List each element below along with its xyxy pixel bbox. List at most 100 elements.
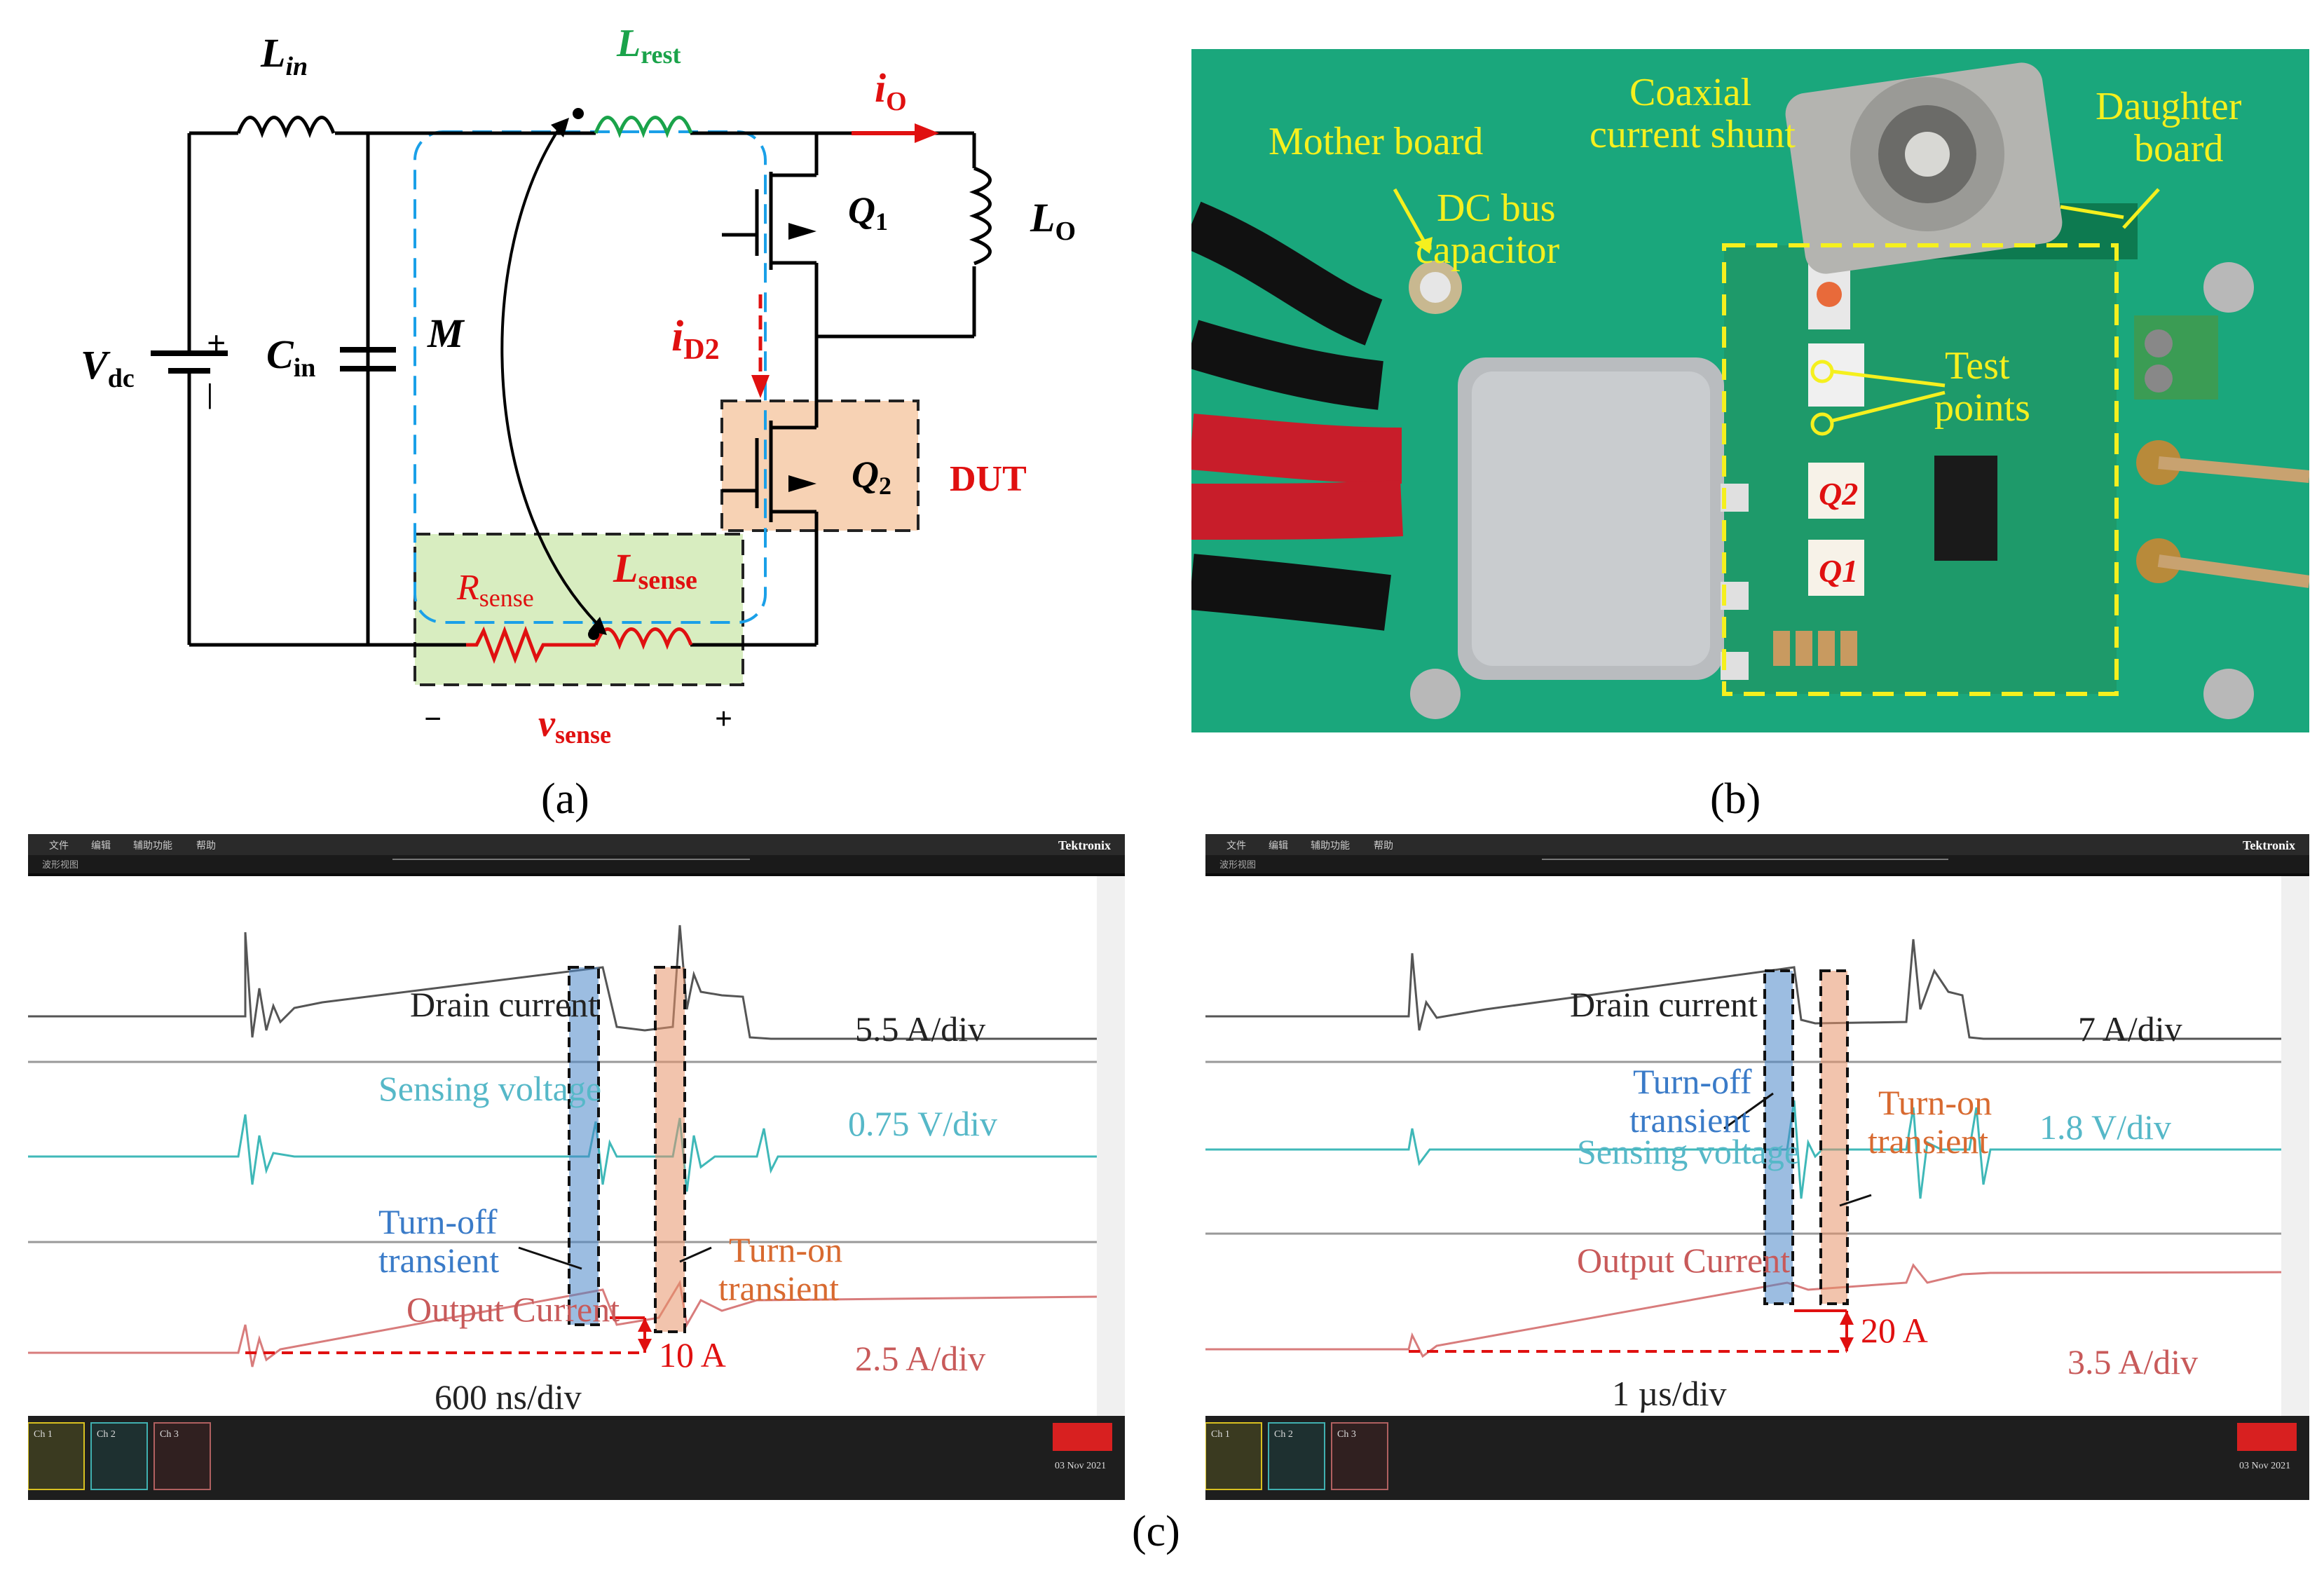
panel-label-a: (a) (541, 775, 589, 823)
drain-current-trace (1205, 939, 2281, 1040)
svg-text:DC bus: DC bus (1437, 186, 1556, 230)
io-arrow (915, 123, 939, 143)
svg-text:Ch 2: Ch 2 (1274, 1429, 1293, 1440)
svg-text:辅助功能: 辅助功能 (1311, 840, 1350, 852)
svg-text:03 Nov 2021: 03 Nov 2021 (2239, 1461, 2290, 1471)
svg-text:Turn-on: Turn-on (1878, 1083, 1992, 1122)
svg-text:Drain current: Drain current (1570, 985, 1758, 1024)
svg-text:−: − (424, 702, 442, 736)
turn-off-highlight (1763, 969, 1794, 1305)
scope-screen-left: 文件 编辑 辅助功能 帮助 Tektronix 波形视图 Dr (28, 834, 1125, 1500)
svg-text:帮助: 帮助 (196, 840, 216, 852)
svg-text:5.5 A/div: 5.5 A/div (855, 1009, 985, 1049)
svg-text:Tektronix: Tektronix (2243, 838, 2295, 852)
svg-text:600 ns/div: 600 ns/div (435, 1377, 582, 1417)
svg-text:帮助: 帮助 (1374, 840, 1393, 852)
id2-arrow (751, 375, 770, 398)
svg-text:波形视图: 波形视图 (1219, 859, 1256, 870)
svg-text:Vdc: Vdc (81, 342, 135, 393)
svg-text:+: + (715, 702, 732, 736)
svg-text:Drain current: Drain current (410, 985, 598, 1024)
inductor-lrest (594, 116, 693, 139)
circuit-diagram: Lin Lrest iO Q1 LO Vdc + | Cin M iD2 Q2 … (81, 22, 1076, 749)
svg-text:Cin: Cin (266, 332, 315, 383)
svg-text:Rsense: Rsense (456, 568, 534, 612)
svg-text:编辑: 编辑 (91, 840, 111, 852)
board-photo-drawing: Coaxial current shunt Daughter board Mot… (1191, 49, 2309, 732)
panel-label-b: (b) (1710, 775, 1761, 823)
svg-text:capacitor: capacitor (1416, 229, 1560, 272)
svg-text:波形视图: 波形视图 (42, 859, 78, 870)
svg-text:Q1: Q1 (848, 189, 888, 236)
output-current-trace (1205, 1263, 2282, 1358)
svg-text:文件: 文件 (49, 840, 69, 852)
svg-text:points: points (1934, 386, 2030, 430)
svg-text:编辑: 编辑 (1269, 840, 1288, 852)
svg-text:vsense: vsense (538, 702, 611, 749)
inductor-lo (969, 166, 992, 266)
turn-on-highlight (654, 966, 686, 1333)
svg-text:Output Current: Output Current (1577, 1241, 1790, 1280)
svg-text:Turn-off: Turn-off (378, 1202, 498, 1241)
output-current-trace (28, 1279, 1098, 1368)
svg-text:Ch 2: Ch 2 (97, 1429, 116, 1440)
svg-text:3.5 A/div: 3.5 A/div (2067, 1342, 2198, 1382)
inductor-lsense (594, 627, 693, 650)
svg-text:LO: LO (1030, 195, 1076, 246)
svg-text:Lrest: Lrest (616, 22, 681, 69)
scope-left-drawing: 文件 编辑 辅助功能 帮助 Tektronix 波形视图 Dr (28, 834, 1125, 1500)
svg-text:1 µs/div: 1 µs/div (1612, 1374, 1727, 1413)
mutual-coupling-arrow (500, 125, 604, 631)
svg-text:Tektronix: Tektronix (1058, 838, 1111, 852)
svg-text:1.8 V/div: 1.8 V/div (2039, 1107, 2171, 1147)
dut-box (720, 400, 920, 532)
svg-text:10 A: 10 A (659, 1335, 726, 1375)
svg-text:transient: transient (1629, 1100, 1750, 1140)
svg-text:Ch 1: Ch 1 (34, 1429, 53, 1440)
svg-text:Q2: Q2 (852, 453, 891, 500)
svg-text:DUT: DUT (950, 459, 1027, 499)
svg-text:Output Current: Output Current (406, 1290, 620, 1329)
svg-text:2.5 A/div: 2.5 A/div (855, 1339, 985, 1378)
svg-text:Turn-on: Turn-on (729, 1230, 842, 1269)
svg-text:Ch 3: Ch 3 (1337, 1429, 1356, 1440)
svg-text:M: M (427, 311, 465, 356)
svg-text:20 A: 20 A (1861, 1311, 1928, 1350)
svg-text:Q1: Q1 (1819, 553, 1858, 589)
svg-text:iD2: iD2 (671, 313, 720, 366)
drain-current-trace (28, 925, 1097, 1040)
resistor-rsense (466, 625, 596, 664)
svg-text:Mother board: Mother board (1269, 120, 1483, 163)
svg-text:Daughter: Daughter (2096, 85, 2242, 128)
svg-text:transient: transient (1868, 1121, 1988, 1161)
svg-text:Turn-off: Turn-off (1633, 1062, 1752, 1101)
svg-text:transient: transient (378, 1241, 499, 1280)
svg-text:transient: transient (718, 1269, 839, 1308)
svg-text:|: | (207, 378, 213, 409)
svg-text:Lsense: Lsense (613, 545, 697, 595)
svg-text:文件: 文件 (1226, 840, 1246, 852)
svg-text:Ch 3: Ch 3 (160, 1429, 179, 1440)
scope-screen-right: 文件 编辑 辅助功能 帮助 Tektronix 波形视图 Drain curre… (1205, 834, 2309, 1500)
svg-text:辅助功能: 辅助功能 (133, 840, 172, 852)
svg-text:0.75 V/div: 0.75 V/div (848, 1104, 997, 1143)
svg-text:Ch 1: Ch 1 (1211, 1429, 1230, 1440)
inductor-lin (236, 116, 336, 139)
svg-text:board: board (2134, 127, 2224, 170)
svg-text:7 A/div: 7 A/div (2078, 1009, 2182, 1049)
svg-text:Sensing voltage: Sensing voltage (1577, 1132, 1800, 1171)
svg-text:Sensing voltage: Sensing voltage (378, 1069, 601, 1108)
sense-network-box (413, 533, 744, 686)
svg-text:Coaxial: Coaxial (1629, 71, 1751, 114)
svg-text:+: + (207, 325, 226, 362)
panel-label-c: (c) (1132, 1508, 1180, 1555)
svg-text:Lin: Lin (260, 30, 308, 81)
sensing-voltage-trace (28, 1114, 1097, 1192)
scope-right-drawing: 文件 编辑 辅助功能 帮助 Tektronix 波形视图 Drain curre… (1205, 834, 2309, 1500)
turn-on-highlight (1819, 969, 1849, 1305)
svg-text:current shunt: current shunt (1590, 113, 1796, 156)
board-photo: Coaxial current shunt Daughter board Mot… (1191, 49, 2309, 732)
svg-text:iO: iO (875, 65, 907, 116)
svg-text:Q2: Q2 (1819, 476, 1858, 512)
svg-text:03 Nov 2021: 03 Nov 2021 (1055, 1461, 1106, 1471)
